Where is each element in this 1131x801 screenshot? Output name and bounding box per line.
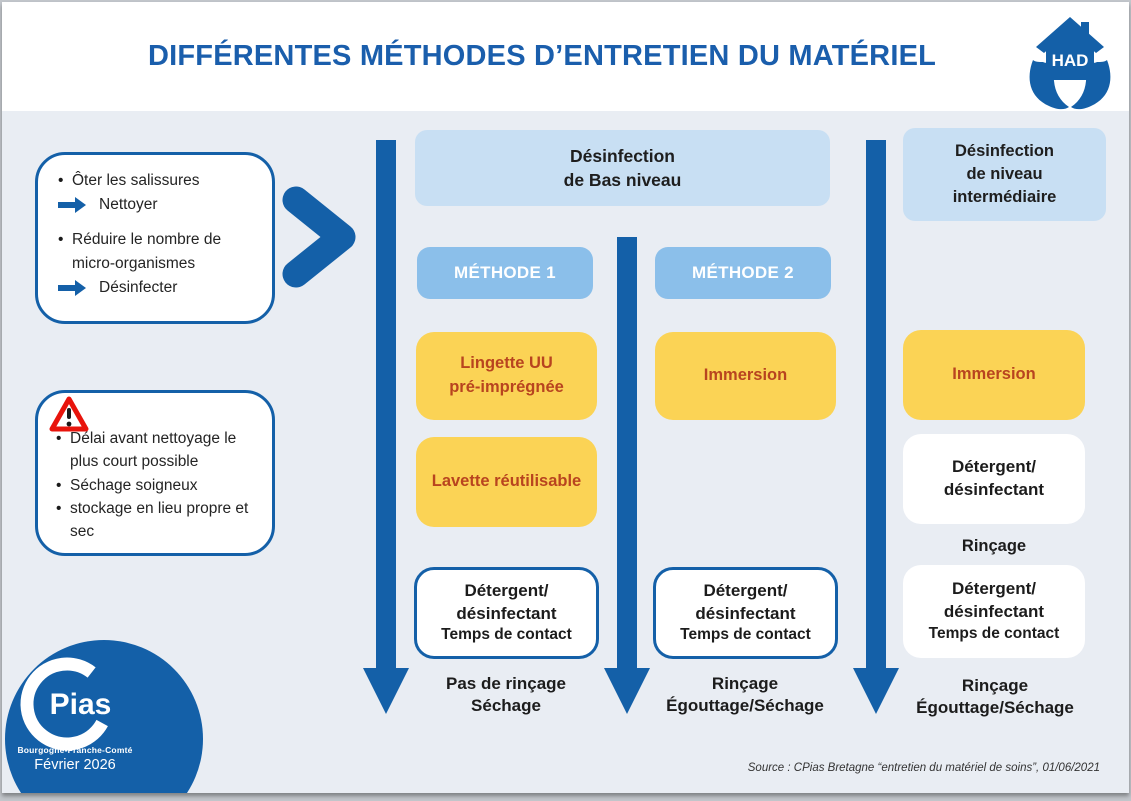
chevron-right-icon <box>279 185 369 294</box>
down-arrow-shaft-2 <box>617 237 637 670</box>
low-level-line2: de Bas niveau <box>563 170 682 190</box>
intermediate-detergent1-line1: Détergent/ <box>951 457 1037 477</box>
down-arrow-head-1 <box>363 668 409 714</box>
method1-detergent-line2: désinfectant <box>456 603 557 623</box>
method2-detergent-box: Détergent/ désinfectant Temps de contact <box>653 567 838 659</box>
goal-item: Réduire le nombre de micro-organismes <box>52 228 264 275</box>
method1-step1-line1: Lingette UU <box>460 354 553 373</box>
method2-outcome-line1: Rinçage <box>711 674 779 693</box>
method1-step1-line2: pré-imprégnée <box>449 378 564 396</box>
intermediate-detergent1-line2: désinfectant <box>943 480 1045 499</box>
goal-action-label: Nettoyer <box>99 196 158 214</box>
intermediate-rinse-label: Rinçage <box>961 537 1027 555</box>
had-hands-house-icon: HAD <box>1024 14 1116 115</box>
intermediate-detergent2-box: Détergent/ désinfectant Temps de contact <box>903 565 1085 658</box>
low-level-header: Désinfection de Bas niveau <box>415 130 830 206</box>
intermediate-line2: de niveau <box>966 164 1043 183</box>
method1-label: MÉTHODE 1 <box>417 247 593 299</box>
cpias-c-ring-icon <box>5 640 145 785</box>
method1-outcome-line1: Pas de rinçage <box>445 674 566 693</box>
arrow-right-icon <box>58 279 86 296</box>
method2-detergent-line3: Temps de contact <box>680 626 811 644</box>
intermediate-detergent2-line3: Temps de contact <box>928 624 1060 642</box>
cpias-logo-name: Pias <box>49 688 112 721</box>
down-arrow-shaft-1 <box>376 140 396 670</box>
method1-outcome: Pas de rinçage Séchage <box>406 673 606 717</box>
cpias-logo: Pias Bourgogne-Franche-Comté Février 202… <box>5 640 203 793</box>
intermediate-detergent2-line2: désinfectant <box>943 602 1045 622</box>
low-level-line1: Désinfection <box>569 145 676 166</box>
intermediate-outcome: Rinçage Égouttage/Séchage <box>895 675 1095 719</box>
method1-detergent-line1: Détergent/ <box>464 580 549 600</box>
down-arrow-head-3 <box>853 668 899 714</box>
warning-item: stockage en lieu propre et sec <box>50 497 266 544</box>
warning-item: Délai avant nettoyage le plus court poss… <box>50 427 266 474</box>
had-badge-text: HAD <box>1052 51 1089 70</box>
intermediate-detergent1-box: Détergent/ désinfectant <box>903 434 1085 524</box>
method2-detergent-line2: désinfectant <box>695 603 796 623</box>
method2-outcome: Rinçage Égouttage/Séchage <box>645 673 845 717</box>
method1-step1-box: Lingette UU pré-imprégnée <box>416 332 597 420</box>
warning-box: Délai avant nettoyage le plus court poss… <box>35 390 275 556</box>
intermediate-step1-box: Immersion <box>903 330 1085 420</box>
method1-step2-box: Lavette réutilisable <box>416 437 597 527</box>
method2-detergent-line1: Détergent/ <box>703 580 788 600</box>
goal-item: Ôter les salissures <box>52 169 264 193</box>
arrow-right-icon <box>58 197 86 214</box>
goal-action-row: Nettoyer <box>58 196 264 214</box>
intermediate-detergent2-line1: Détergent/ <box>951 579 1037 599</box>
method2-step1-box: Immersion <box>655 332 836 420</box>
method1-detergent-box: Détergent/ désinfectant Temps de contact <box>414 567 599 659</box>
intermediate-line1: Désinfection <box>954 141 1055 160</box>
cpias-logo-date: Février 2026 <box>34 757 116 773</box>
intermediate-outcome-line1: Rinçage <box>961 676 1029 695</box>
goal-action-label: Désinfecter <box>99 278 178 296</box>
goal-action-row: Désinfecter <box>58 279 264 297</box>
header-band: DIFFÉRENTES MÉTHODES D’ENTRETIEN DU MATÉ… <box>2 2 1129 111</box>
down-arrow-shaft-3 <box>866 140 886 670</box>
intermediate-line3: intermédiaire <box>952 188 1057 207</box>
method2-outcome-line2: Égouttage/Séchage <box>666 696 824 716</box>
down-arrow-head-2 <box>604 668 650 714</box>
source-note: Source : CPias Bretagne “entretien du ma… <box>747 762 1100 774</box>
method1-detergent-line3: Temps de contact <box>441 626 572 644</box>
goals-box: Ôter les salissures Nettoyer Réduire le … <box>35 152 275 324</box>
method1-outcome-line2: Séchage <box>471 696 541 716</box>
method2-label: MÉTHODE 2 <box>655 247 831 299</box>
intermediate-header: Désinfection de niveau intermédiaire <box>903 128 1106 221</box>
page-title: DIFFÉRENTES MÉTHODES D’ENTRETIEN DU MATÉ… <box>147 40 937 72</box>
warning-item: Séchage soigneux <box>50 474 266 498</box>
cpias-logo-region: Bourgogne-Franche-Comté <box>17 745 133 755</box>
intermediate-outcome-line2: Égouttage/Séchage <box>916 698 1074 718</box>
